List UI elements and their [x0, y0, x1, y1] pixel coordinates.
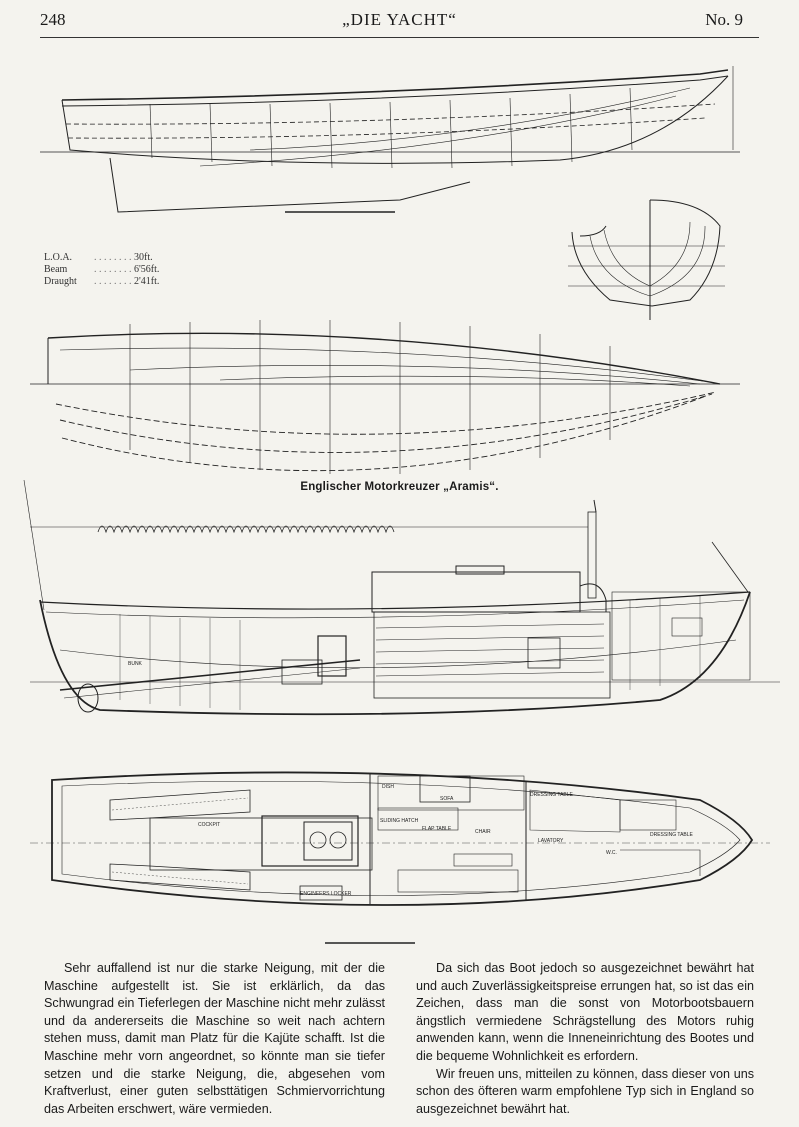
paragraph: Da sich das Boot jedoch so ausgezeichnet…: [416, 961, 754, 1063]
body-plan: [568, 199, 725, 320]
header-rule: [40, 37, 759, 38]
spec-row-draught: Draught . . . . . . . . . 2'41ft.: [44, 276, 159, 288]
paragraph: Wir freuen uns, mitteilen zu können, das…: [416, 1066, 754, 1116]
inboard-profile: [23, 479, 780, 716]
deck-plan: [30, 771, 770, 944]
spec-row-beam: Beam . . . . . . . . . 6'56ft.: [44, 264, 159, 276]
plan-label-dish: DISH: [382, 784, 394, 790]
spec-leader: . . . . . . . . .: [94, 264, 134, 275]
spec-value: 30ft.: [134, 252, 153, 263]
paragraph: Sehr auffallend ist nur die starke Neigu…: [44, 961, 385, 1116]
half-breadth-plan: [30, 320, 740, 474]
spec-value: 6'56ft.: [134, 264, 160, 275]
page-number: 248: [40, 10, 66, 29]
spec-row-loa: L.O.A. . . . . . . . . . 30ft.: [44, 252, 159, 264]
plan-label-dressing-table-2: DRESSING TABLE: [650, 832, 694, 838]
spec-leader: . . . . . . . . .: [94, 252, 134, 263]
spec-leader: . . . . . . . . .: [94, 276, 134, 287]
plan-label-sofa: SOFA: [440, 796, 454, 802]
journal-title: „DIE YACHT“: [342, 10, 457, 29]
plan-label-engineers-locker: ENGINEERS LOCKER: [300, 891, 352, 897]
sheer-plan: [40, 66, 740, 213]
spec-value: 2'41ft.: [134, 276, 160, 287]
plan-label-wc: W.C.: [606, 850, 617, 856]
plan-label-chair: CHAIR: [475, 829, 491, 835]
issue-number: No. 9: [705, 10, 743, 29]
plan-label-flap-table: FLAP TABLE: [422, 826, 452, 832]
plan-label-dressing-table: DRESSING TABLE: [530, 792, 574, 798]
boat-specifications: L.O.A. . . . . . . . . . 30ft. Beam . . …: [44, 252, 159, 288]
plan-label-bunk: BUNK: [128, 661, 143, 667]
boat-drawings: COCKPIT FLAP TABLE CHAIR SOFA DRESSING T…: [23, 66, 780, 944]
spec-label: Beam: [44, 264, 68, 275]
figure-caption: Englischer Motorkreuzer „Aramis“.: [300, 481, 499, 493]
plan-label-lavatory: LAVATORY: [538, 838, 564, 844]
plan-label-cockpit: COCKPIT: [198, 822, 220, 828]
spec-label: Draught: [44, 276, 77, 287]
text-column-left: Sehr auffallend ist nur die starke Neigu…: [44, 960, 385, 1118]
text-column-right: Da sich das Boot jedoch so ausgezeichnet…: [416, 960, 754, 1118]
plan-label-sliding-hatch: SLIDING HATCH: [380, 818, 419, 824]
spec-label: L.O.A.: [44, 252, 73, 263]
